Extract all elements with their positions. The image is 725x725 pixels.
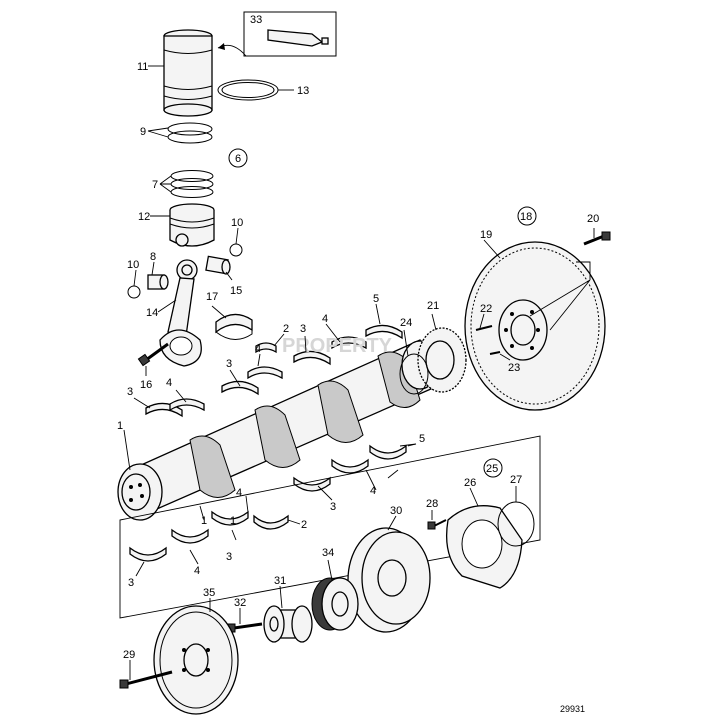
callout-ring-6 <box>228 148 248 168</box>
hub-bolt <box>227 622 263 633</box>
callout-ring-18 <box>517 206 537 226</box>
pulley-hub <box>263 605 313 643</box>
drawing-reference: 29931 <box>560 704 585 714</box>
callout-13: 13 <box>297 85 309 97</box>
callout-20: 20 <box>587 213 599 225</box>
callout-3c: 3 <box>127 386 133 398</box>
callout-5b: 5 <box>419 433 425 445</box>
piston-rings <box>170 170 214 198</box>
callout-4e: 4 <box>236 487 242 499</box>
callout-2b: 2 <box>301 519 307 531</box>
callout-32: 32 <box>234 597 246 609</box>
callout-4c: 4 <box>166 377 172 389</box>
callout-4f: 4 <box>194 565 200 577</box>
callout-5a: 5 <box>373 293 379 305</box>
callout-14: 14 <box>146 307 158 319</box>
callout-3e: 3 <box>226 551 232 563</box>
callout-8: 8 <box>150 251 156 263</box>
callout-35: 35 <box>203 587 215 599</box>
upper-main-bearings <box>145 324 403 418</box>
liner-sealing-rings <box>167 122 213 144</box>
crankshaft <box>117 339 441 521</box>
callout-16: 16 <box>140 379 152 391</box>
callout-2a: 2 <box>283 323 289 335</box>
circlip-left <box>127 285 141 299</box>
crankshaft-gear <box>417 327 467 393</box>
callout-10b: 10 <box>127 259 139 271</box>
sealant-inset-box <box>243 11 337 57</box>
crankshaft-pulley <box>153 605 239 715</box>
callout-27: 27 <box>510 474 522 486</box>
piston <box>169 203 215 247</box>
piston-pin <box>205 255 231 275</box>
guide-pin <box>489 351 501 355</box>
callout-ring-25 <box>483 458 503 478</box>
callout-31: 31 <box>274 575 286 587</box>
sealant-tube <box>267 29 324 47</box>
callout-22: 22 <box>480 303 492 315</box>
callout-3b: 3 <box>226 358 232 370</box>
callout-7: 7 <box>152 179 158 191</box>
vibration-damper <box>347 527 431 633</box>
callout-17: 17 <box>206 291 218 303</box>
callout-28: 28 <box>426 498 438 510</box>
small-end-bushing <box>147 274 169 290</box>
callout-18: 18 <box>520 211 532 223</box>
callout-4d: 4 <box>370 485 376 497</box>
callout-4b: 4 <box>322 313 328 325</box>
callout-1b: 1 <box>230 515 236 527</box>
callout-11: 11 <box>137 61 148 73</box>
callout-23: 23 <box>508 362 520 374</box>
cover-bolt <box>427 519 447 530</box>
callout-30: 30 <box>390 505 402 517</box>
callout-3a: 3 <box>300 323 306 335</box>
callout-12: 12 <box>138 211 150 223</box>
callout-26: 26 <box>464 477 476 489</box>
circlip-right <box>229 243 243 257</box>
callout-4a: 4 <box>255 343 261 355</box>
connecting-rod <box>159 259 202 367</box>
cylinder-liner <box>163 29 213 117</box>
callout-19: 19 <box>480 229 492 241</box>
callout-3f: 3 <box>128 577 134 589</box>
callout-1c: 1 <box>201 515 207 527</box>
callout-21: 21 <box>427 300 439 312</box>
lower-main-bearings <box>129 444 407 562</box>
callout-1a: 1 <box>117 420 123 432</box>
front-cover <box>445 505 523 589</box>
leader-lines <box>123 65 595 680</box>
callout-34: 34 <box>322 547 334 559</box>
flywheel <box>464 241 606 411</box>
callout-15: 15 <box>230 285 242 297</box>
callout-3d: 3 <box>330 501 336 513</box>
dowel-pin <box>475 325 493 331</box>
callout-29: 29 <box>123 649 135 661</box>
flywheel-bolt <box>583 231 611 246</box>
watermark: PROPERTY <box>282 335 393 357</box>
callout-6: 6 <box>235 153 241 165</box>
group-frame <box>119 435 541 619</box>
rear-seal <box>399 353 429 395</box>
callout-33: 33 <box>250 14 262 26</box>
callout-24: 24 <box>400 317 412 329</box>
callouts: 33 11 13 9 6 7 12 10 8 10 15 17 14 16 2 … <box>117 14 599 714</box>
pulley-bolt <box>119 670 173 689</box>
callout-10a: 10 <box>231 217 243 229</box>
rod-bolt <box>137 342 169 367</box>
connecting-rod-bearing <box>215 313 253 340</box>
damper-hub <box>311 577 359 631</box>
callout-25: 25 <box>486 463 498 475</box>
callout-9: 9 <box>140 126 146 138</box>
